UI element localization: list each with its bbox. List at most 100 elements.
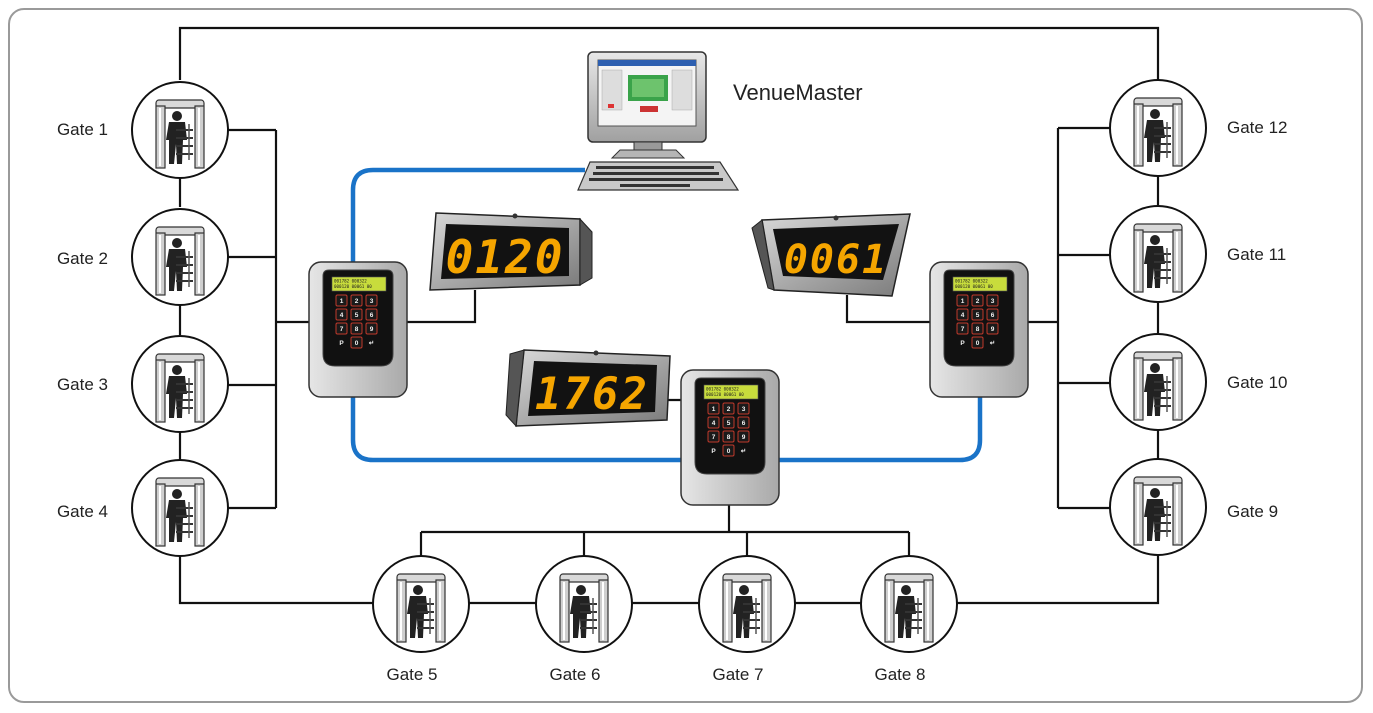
keypad-key: 2 — [350, 294, 363, 307]
gate-label-7: Gate 7 — [712, 665, 764, 684]
keypad-key: 3 — [986, 294, 999, 307]
keypad-key-label: 6 — [742, 420, 746, 427]
keypad-key-label: 2 — [727, 406, 731, 413]
gate-3-icon — [131, 335, 229, 433]
keypad-key-label: 6 — [370, 312, 374, 319]
keypad-key: 6 — [737, 416, 750, 429]
gate-2-icon — [131, 208, 229, 306]
controller-lcd-line1: 001782 000322 — [334, 279, 367, 284]
keypad-key: 8 — [350, 322, 363, 335]
keypad-key: 7 — [335, 322, 348, 335]
keypad-key-label: 0 — [976, 340, 980, 347]
keypad-key: 1 — [707, 402, 720, 415]
keypad-key: 2 — [722, 402, 735, 415]
controller-lcd-line1: 001782 000322 — [706, 387, 739, 392]
keypad-key: ↵ — [741, 448, 746, 455]
gate-11-icon — [1109, 205, 1207, 303]
keypad-key-label: 9 — [370, 326, 374, 333]
keypad-key: P — [339, 340, 344, 347]
keypad-key: 4 — [956, 308, 969, 321]
keypad-key: 5 — [350, 308, 363, 321]
keypad-key-label: P — [711, 448, 716, 455]
keypad-key-label: 0 — [727, 448, 731, 455]
keypad-key-label: ↵ — [741, 448, 746, 455]
keypad-key-label: 4 — [961, 312, 965, 319]
keypad-key: 3 — [737, 402, 750, 415]
keypad-key: 9 — [365, 322, 378, 335]
keypad-key: 5 — [971, 308, 984, 321]
keypad-key-label: 8 — [976, 326, 980, 333]
gate-8-icon — [860, 555, 958, 653]
counter-value-center: 1762 — [535, 369, 649, 420]
keypad-key: ↵ — [990, 340, 995, 347]
keypad-key-label: 1 — [340, 298, 344, 305]
keypad-key-label: 2 — [976, 298, 980, 305]
keypad-key-label: P — [960, 340, 965, 347]
gate-label-2: Gate 2 — [56, 249, 108, 268]
keypad-key-label: 0 — [355, 340, 359, 347]
gate-1-icon — [131, 81, 229, 179]
controller-lcd-line2: 000120 00061 00 — [706, 392, 744, 397]
keypad-key-label: ↵ — [990, 340, 995, 347]
keypad-key: 7 — [956, 322, 969, 335]
gate-10-icon — [1109, 333, 1207, 431]
diagram-frame — [8, 8, 1363, 703]
gate-9-icon — [1109, 458, 1207, 556]
keypad-key-label: ↵ — [369, 340, 374, 347]
keypad-key-label: 3 — [370, 298, 374, 305]
keypad-key-label: 9 — [991, 326, 995, 333]
keypad-key: 8 — [722, 430, 735, 443]
controller-lcd-line2: 000120 00061 00 — [955, 284, 993, 289]
keypad-key: 0 — [722, 444, 735, 457]
controller-lcd-line2: 000120 00061 00 — [334, 284, 372, 289]
counter-display-left: 0120 — [429, 212, 593, 291]
keypad-key-label: 5 — [727, 420, 731, 427]
gate-label-10: Gate 10 — [1227, 373, 1288, 392]
keypad-key: 2 — [971, 294, 984, 307]
network-link — [350, 395, 681, 463]
gate-label-9: Gate 9 — [1227, 502, 1279, 521]
keypad-key: 6 — [365, 308, 378, 321]
keypad-key-label: 7 — [712, 434, 716, 441]
keypad-key-label: 2 — [355, 298, 359, 305]
keypad-key-label: 5 — [976, 312, 980, 319]
gate-label-5: Gate 5 — [386, 665, 438, 684]
keypad-key: 8 — [971, 322, 984, 335]
keypad-key: ↵ — [369, 340, 374, 347]
keypad-key: 6 — [986, 308, 999, 321]
network-link — [777, 395, 983, 463]
counter-value-left: 0120 — [446, 230, 565, 284]
gate-label-6: Gate 6 — [549, 665, 601, 684]
keypad-key: 7 — [707, 430, 720, 443]
keypad-key-label: 8 — [727, 434, 731, 441]
keypad-key: 5 — [722, 416, 735, 429]
keypad-key-label: 4 — [712, 420, 716, 427]
counter-value-right: 0061 — [784, 237, 888, 283]
keypad-key: 1 — [956, 294, 969, 307]
keypad-key: 1 — [335, 294, 348, 307]
keypad-key: P — [960, 340, 965, 347]
keypad-key-label: 1 — [712, 406, 716, 413]
keypad-key-label: 3 — [991, 298, 995, 305]
keypad-key: 4 — [335, 308, 348, 321]
keypad-key-label: 6 — [991, 312, 995, 319]
keypad-key-label: 7 — [961, 326, 965, 333]
keypad-key-label: 7 — [340, 326, 344, 333]
network-link — [350, 167, 585, 262]
keypad-key-label: 8 — [355, 326, 359, 333]
keypad-key: 3 — [365, 294, 378, 307]
gate-label-4: Gate 4 — [56, 502, 108, 521]
keypad-key: 9 — [737, 430, 750, 443]
gate-label-8: Gate 8 — [874, 665, 926, 684]
gate-4-icon — [131, 459, 229, 557]
keypad-key: 9 — [986, 322, 999, 335]
keypad-key-label: P — [339, 340, 344, 347]
gate-5-icon — [372, 555, 470, 653]
system-label: VenueMaster — [733, 80, 863, 105]
keypad-key-label: 5 — [355, 312, 359, 319]
keypad-key: P — [711, 448, 716, 455]
